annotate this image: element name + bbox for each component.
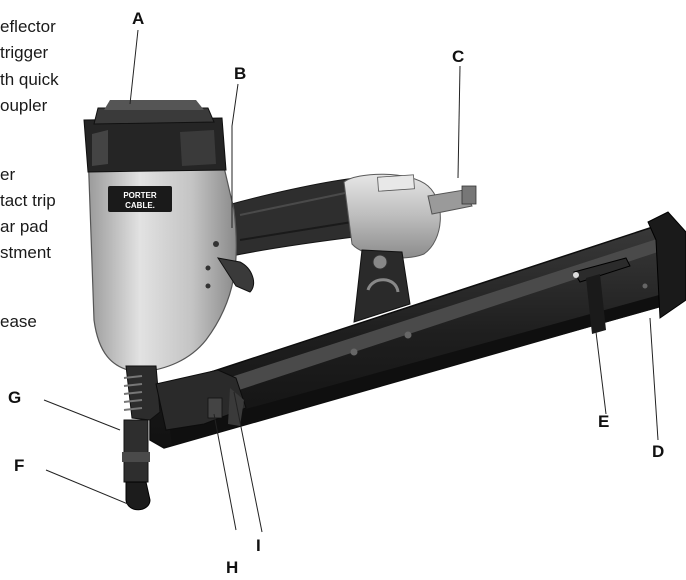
side-text-line-6: tact trip (0, 191, 56, 210)
leader-line-g (43, 399, 121, 431)
side-text-line-3: th quick (0, 70, 59, 89)
callout-h: H (226, 558, 239, 577)
leader-line-e (595, 331, 607, 415)
cylinder-housing (83, 100, 237, 373)
callout-c: C (452, 47, 465, 66)
leader-line-a (129, 29, 139, 105)
grip-handle (227, 177, 363, 257)
leader-line-i (233, 391, 263, 533)
callout-a: A (132, 9, 145, 28)
trigger (205, 241, 255, 293)
side-text-line-7: ar pad (0, 217, 49, 236)
side-text-line-2: trigger (0, 43, 49, 62)
badge-line-2: CABLE. (125, 201, 155, 210)
callout-b: B (234, 64, 247, 83)
rivet (642, 283, 648, 289)
side-text-line-5: er (0, 165, 16, 184)
badge-line-1: PORTER (123, 191, 157, 200)
rear-support-bracket (353, 249, 411, 323)
callout-g: G (8, 388, 22, 407)
leader-line-b (231, 83, 239, 228)
leader-lines (43, 29, 659, 533)
pusher-follower (573, 257, 631, 334)
porter-cable-badge: PORTER CABLE. (108, 186, 172, 212)
callout-d: D (652, 442, 665, 461)
side-text-line-9: ease (0, 312, 37, 331)
callout-f: F (14, 456, 25, 475)
leader-line-c (457, 65, 461, 179)
callout-i: I (256, 536, 261, 555)
side-text-line-1: eflector (0, 17, 56, 36)
callout-e: E (598, 412, 610, 431)
magazine (149, 211, 686, 449)
side-text-line-4: oupler (0, 96, 48, 115)
leader-line-h (213, 413, 237, 531)
leader-line-d (649, 317, 659, 441)
side-text-line-8: stment (0, 243, 52, 262)
leader-line-f (45, 469, 129, 505)
rivet (404, 331, 412, 339)
rear-cap (343, 173, 477, 259)
rivet (350, 348, 358, 356)
nose-assembly (122, 365, 247, 511)
